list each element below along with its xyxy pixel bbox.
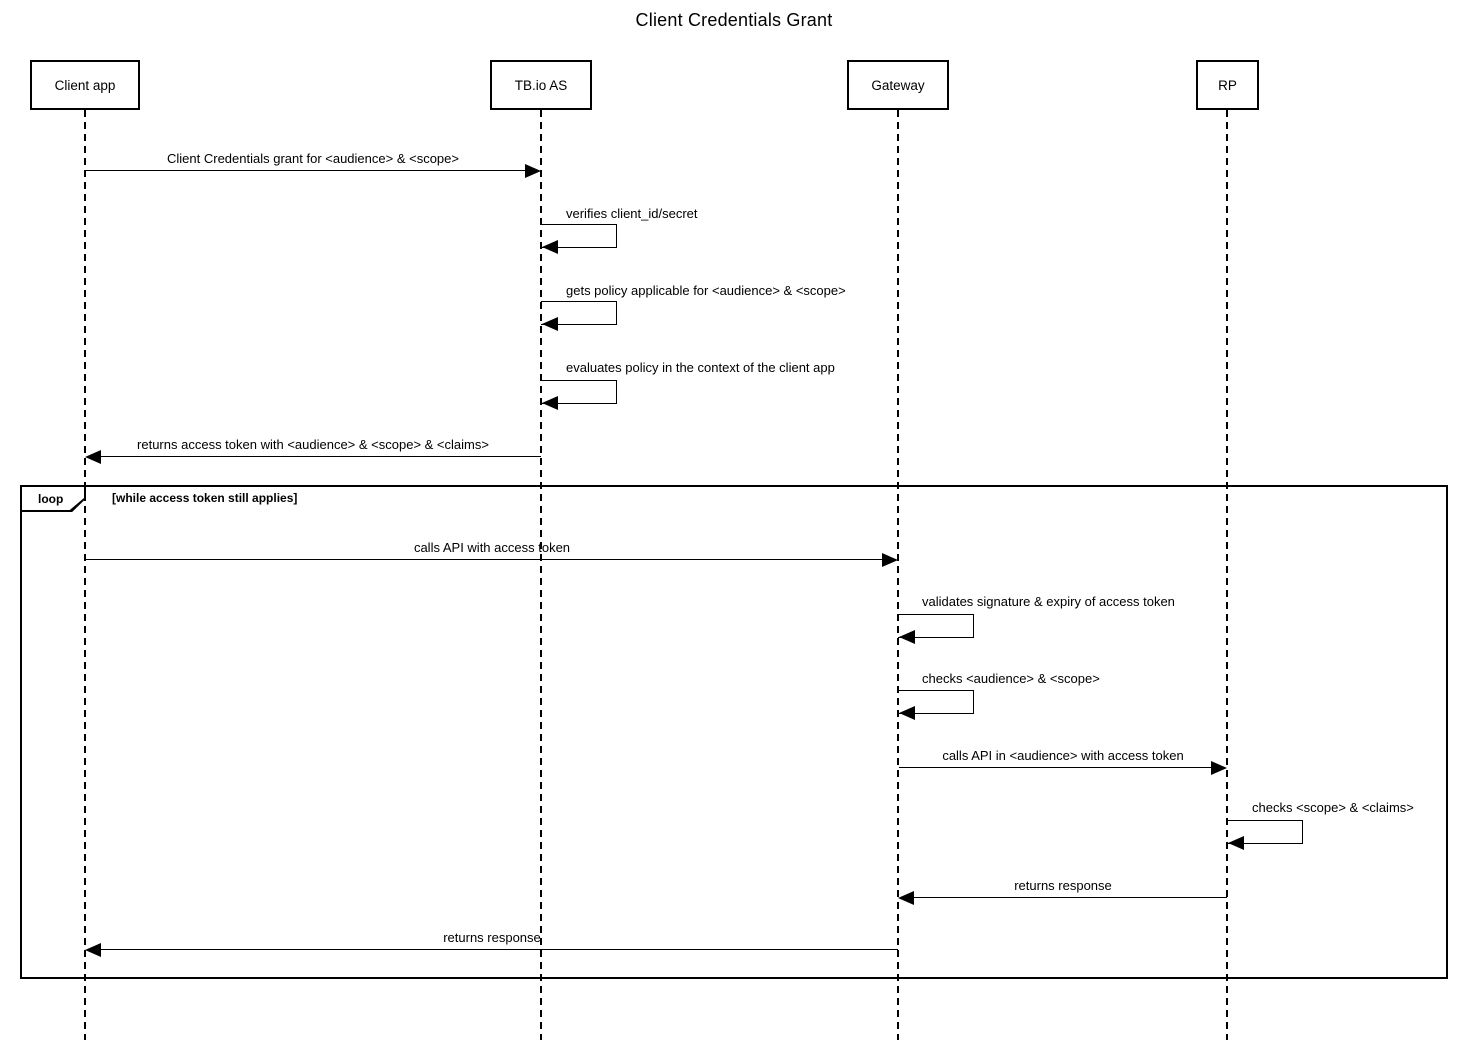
arrowhead-right-icon [1211, 761, 1227, 775]
message-arrow-line [899, 767, 1211, 768]
message-arrow-line [101, 949, 898, 950]
lifeline-rp [1226, 110, 1228, 1040]
message-arrow-line [86, 170, 525, 171]
message-label: returns response [443, 930, 541, 945]
arrowhead-left-icon [898, 891, 914, 905]
arrowhead-right-icon [882, 553, 898, 567]
message-label: calls API with access token [413, 540, 571, 555]
message-label: evaluates policy in the context of the c… [566, 360, 835, 375]
message-label: validates signature & expiry of access t… [922, 594, 1175, 609]
self-message-loop [898, 690, 974, 714]
arrowhead-left-icon [1228, 836, 1244, 850]
loop-guard: [while access token still applies] [112, 491, 298, 505]
actor-box-client-app: Client app [30, 60, 140, 110]
arrowhead-right-icon [525, 164, 541, 178]
arrowhead-left-icon [85, 450, 101, 464]
actor-box-rp: RP [1196, 60, 1259, 110]
message-label: checks <scope> & <claims> [1252, 800, 1414, 815]
loop-label: loop [38, 491, 64, 506]
message-label: verifies client_id/secret [566, 206, 698, 221]
actor-box-tbio-as: TB.io AS [490, 60, 592, 110]
message-label: checks <audience> & <scope> [922, 671, 1100, 686]
message-arrow-line [914, 897, 1227, 898]
arrowhead-left-icon [542, 240, 558, 254]
self-message-loop [541, 380, 617, 404]
message-arrow-line [101, 456, 541, 457]
actor-label-gateway: Gateway [871, 77, 925, 93]
message-label: gets policy applicable for <audience> & … [566, 283, 846, 298]
actor-label-client-app: Client app [54, 77, 116, 93]
self-message-loop [541, 301, 617, 325]
loop-tab-label-wrap: loop [22, 487, 84, 510]
lifeline-tbio-as [540, 110, 542, 1040]
message-arrow-line [86, 559, 882, 560]
actor-label-rp: RP [1218, 77, 1237, 93]
self-message-loop [898, 614, 974, 638]
arrowhead-left-icon [899, 706, 915, 720]
arrowhead-left-icon [542, 396, 558, 410]
self-message-loop [1227, 820, 1303, 844]
arrowhead-left-icon [542, 317, 558, 331]
message-label: returns access token with <audience> & <… [137, 437, 489, 452]
actor-box-gateway: Gateway [847, 60, 949, 110]
arrowhead-left-icon [899, 630, 915, 644]
message-label: returns response [1014, 878, 1112, 893]
loop-frame [20, 485, 1448, 979]
self-message-loop [541, 224, 617, 248]
arrowhead-left-icon [85, 943, 101, 957]
diagram-title: Client Credentials Grant [635, 10, 833, 30]
lifeline-gateway [897, 110, 899, 1040]
message-label: Client Credentials grant for <audience> … [167, 151, 459, 166]
message-label: calls API in <audience> with access toke… [942, 748, 1184, 763]
lifeline-client-app [84, 110, 86, 1040]
actor-label-tbio-as: TB.io AS [514, 77, 568, 93]
